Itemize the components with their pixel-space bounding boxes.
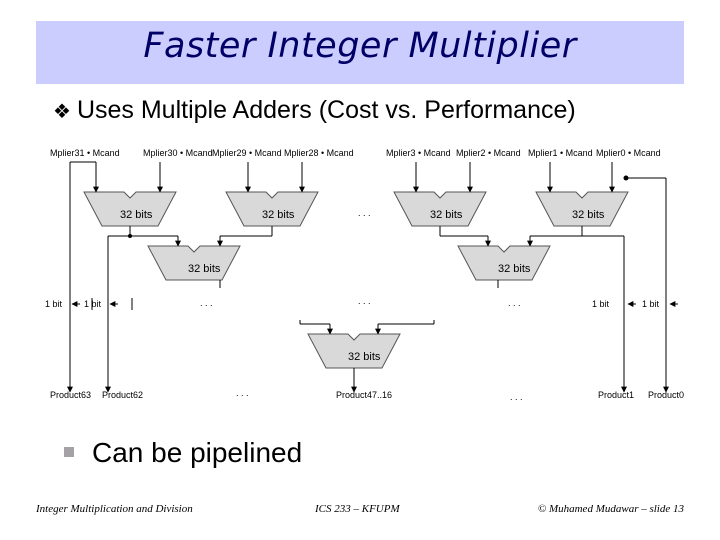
output-label: Product0 [648,390,684,400]
footer-slide-number: © Muhamed Mudawar – slide 13 [537,503,684,515]
ellipsis: . . . [358,296,371,306]
output-label: Product1 [598,390,634,400]
footer-course-topic: Integer Multiplication and Division [36,503,193,515]
one-bit-label: 1 bit [642,299,660,309]
input-label: Mplier30 • Mcand [143,148,213,158]
title-bar [36,21,684,84]
ellipsis: . . . [236,388,249,398]
ellipsis: . . . [508,298,521,308]
input-label: Mplier29 • Mcand [212,148,282,158]
diamond-bullet-icon: ❖ [53,99,71,123]
one-bit-label: 1 bit [84,299,102,309]
adder-label: 32 bits [262,209,295,221]
input-label: Mplier1 • Mcand [528,148,593,158]
ellipsis: . . . [200,298,213,308]
adder-label: 32 bits [188,263,221,275]
input-label: Mplier31 • Mcand [50,148,120,158]
adder-label: 32 bits [498,263,531,275]
slide-title: Faster Integer Multiplier [143,26,577,66]
output-label: Product63 [50,390,91,400]
footer-course-code: ICS 233 – KFUPM [315,503,400,515]
ellipsis: . . . [358,208,371,218]
input-label: Mplier2 • Mcand [456,148,521,158]
multiplier-diagram: Mplier31 • Mcand Mplier30 • Mcand Mplier… [45,148,684,402]
bullet-uses-multiple-adders: ❖Uses Multiple Adders (Cost vs. Performa… [53,96,576,125]
adder-label: 32 bits [120,209,153,221]
one-bit-label: 1 bit [45,299,63,309]
bullet-text: Can be pipelined [92,437,303,468]
adder-label: 32 bits [348,351,381,363]
adder-label: 32 bits [430,209,463,221]
bullet-can-be-pipelined: Can be pipelined [64,437,302,469]
square-bullet-icon [64,446,74,457]
input-label: Mplier0 • Mcand [596,148,661,158]
one-bit-label: 1 bit [592,299,610,309]
adder-label: 32 bits [572,209,605,221]
bullet-text: Uses Multiple Adders (Cost vs. Performan… [76,96,576,124]
output-label: Product47..16 [336,390,392,400]
input-label: Mplier3 • Mcand [386,148,451,158]
ellipsis: . . . [510,392,523,402]
input-label: Mplier28 • Mcand [284,148,354,158]
output-label: Product62 [102,390,143,400]
